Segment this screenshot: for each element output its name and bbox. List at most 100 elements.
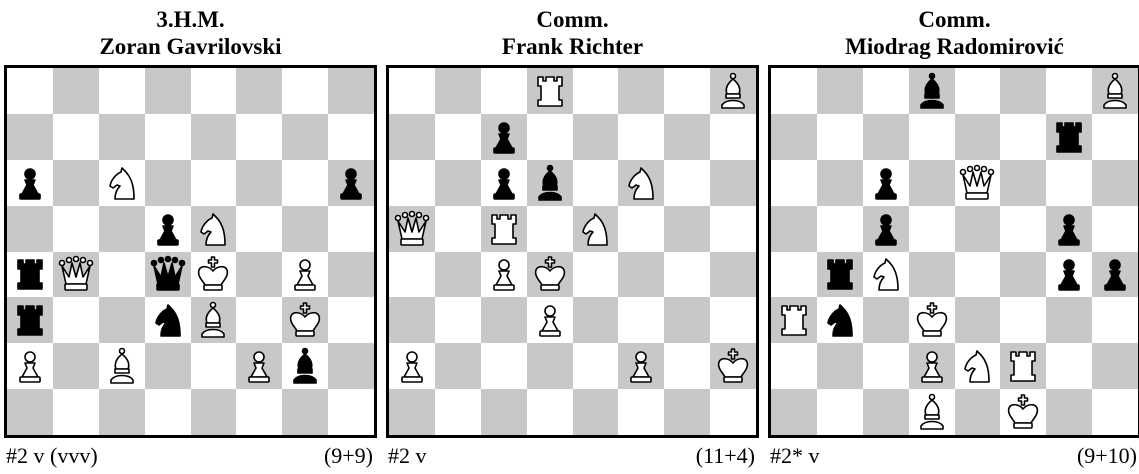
board-square bbox=[863, 68, 909, 114]
board-square bbox=[817, 297, 863, 343]
board-square bbox=[328, 114, 374, 160]
white-queen-icon bbox=[957, 163, 997, 203]
board-square bbox=[863, 160, 909, 206]
black-rook-icon bbox=[1049, 117, 1089, 157]
board-square bbox=[99, 206, 145, 252]
black-pawn-icon bbox=[10, 163, 50, 203]
board-square bbox=[328, 206, 374, 252]
white-pawn-icon bbox=[285, 254, 325, 294]
board-square bbox=[7, 68, 53, 114]
board-square bbox=[53, 206, 99, 252]
board-square bbox=[53, 389, 99, 435]
board-square bbox=[435, 114, 481, 160]
white-pawn-icon bbox=[530, 300, 570, 340]
board-square bbox=[618, 343, 664, 389]
board-square bbox=[1092, 114, 1138, 160]
board-square bbox=[955, 206, 1001, 252]
board-square bbox=[955, 252, 1001, 298]
board-square bbox=[664, 343, 710, 389]
board-square bbox=[191, 297, 237, 343]
piece-count: (9+9) bbox=[324, 443, 373, 469]
award-label: 3.H.M. bbox=[4, 6, 377, 33]
white-rook-icon bbox=[530, 71, 570, 111]
board-square bbox=[389, 252, 435, 298]
board-square bbox=[7, 389, 53, 435]
board-square bbox=[771, 114, 817, 160]
board-square bbox=[955, 389, 1001, 435]
board-square bbox=[955, 68, 1001, 114]
chess-board bbox=[768, 65, 1139, 438]
board-square bbox=[863, 297, 909, 343]
board-square bbox=[191, 343, 237, 389]
board-square bbox=[282, 114, 328, 160]
board-square bbox=[955, 160, 1001, 206]
board-square bbox=[771, 343, 817, 389]
white-bishop-icon bbox=[193, 300, 233, 340]
board-square bbox=[282, 68, 328, 114]
board-square bbox=[573, 68, 619, 114]
board-square bbox=[527, 297, 573, 343]
white-king-icon bbox=[1003, 392, 1043, 432]
white-knight-icon bbox=[866, 254, 906, 294]
board-square bbox=[527, 206, 573, 252]
board-square bbox=[328, 252, 374, 298]
board-square bbox=[282, 252, 328, 298]
stipulation: #2 v (vvv) bbox=[6, 443, 98, 469]
black-bishop-icon bbox=[285, 346, 325, 386]
white-knight-icon bbox=[621, 163, 661, 203]
board-square bbox=[1000, 389, 1046, 435]
board-square bbox=[1046, 389, 1092, 435]
black-pawn-icon bbox=[148, 209, 188, 249]
board-square bbox=[664, 297, 710, 343]
board-square bbox=[435, 160, 481, 206]
white-pawn-icon bbox=[912, 346, 952, 386]
award-label: Comm. bbox=[386, 6, 759, 33]
board-square bbox=[1092, 297, 1138, 343]
board-square bbox=[710, 206, 756, 252]
board-square bbox=[527, 160, 573, 206]
board-square bbox=[573, 206, 619, 252]
board-square bbox=[435, 252, 481, 298]
board-square bbox=[1000, 206, 1046, 252]
board-square bbox=[191, 252, 237, 298]
black-knight-icon bbox=[820, 300, 860, 340]
black-rook-icon bbox=[10, 300, 50, 340]
board-square bbox=[710, 252, 756, 298]
board-square bbox=[389, 68, 435, 114]
board-square bbox=[481, 389, 527, 435]
white-pawn-icon bbox=[621, 346, 661, 386]
problem-heading: Comm. Miodrag Radomirović bbox=[768, 6, 1139, 60]
board-square bbox=[863, 343, 909, 389]
white-king-icon bbox=[285, 300, 325, 340]
black-queen-icon bbox=[148, 254, 188, 294]
board-square bbox=[7, 114, 53, 160]
white-king-icon bbox=[193, 254, 233, 294]
board-square bbox=[527, 343, 573, 389]
black-pawn-icon bbox=[866, 163, 906, 203]
black-pawn-icon bbox=[1049, 209, 1089, 249]
board-square bbox=[481, 297, 527, 343]
board-square bbox=[573, 297, 619, 343]
board-square bbox=[328, 297, 374, 343]
board-square bbox=[863, 252, 909, 298]
board-square bbox=[53, 343, 99, 389]
board-square bbox=[481, 160, 527, 206]
board-square bbox=[53, 297, 99, 343]
chess-board bbox=[4, 65, 377, 438]
board-square bbox=[710, 68, 756, 114]
board-square bbox=[191, 389, 237, 435]
board-square bbox=[1046, 114, 1092, 160]
board-square bbox=[389, 297, 435, 343]
board-square bbox=[1000, 114, 1046, 160]
board-square bbox=[710, 389, 756, 435]
board-square bbox=[53, 114, 99, 160]
board-square bbox=[328, 343, 374, 389]
board-square bbox=[664, 68, 710, 114]
white-pawn-icon bbox=[239, 346, 279, 386]
board-square bbox=[909, 114, 955, 160]
board-square bbox=[771, 389, 817, 435]
board-square bbox=[282, 297, 328, 343]
board-square bbox=[573, 389, 619, 435]
board-square bbox=[1000, 252, 1046, 298]
board-square bbox=[527, 68, 573, 114]
